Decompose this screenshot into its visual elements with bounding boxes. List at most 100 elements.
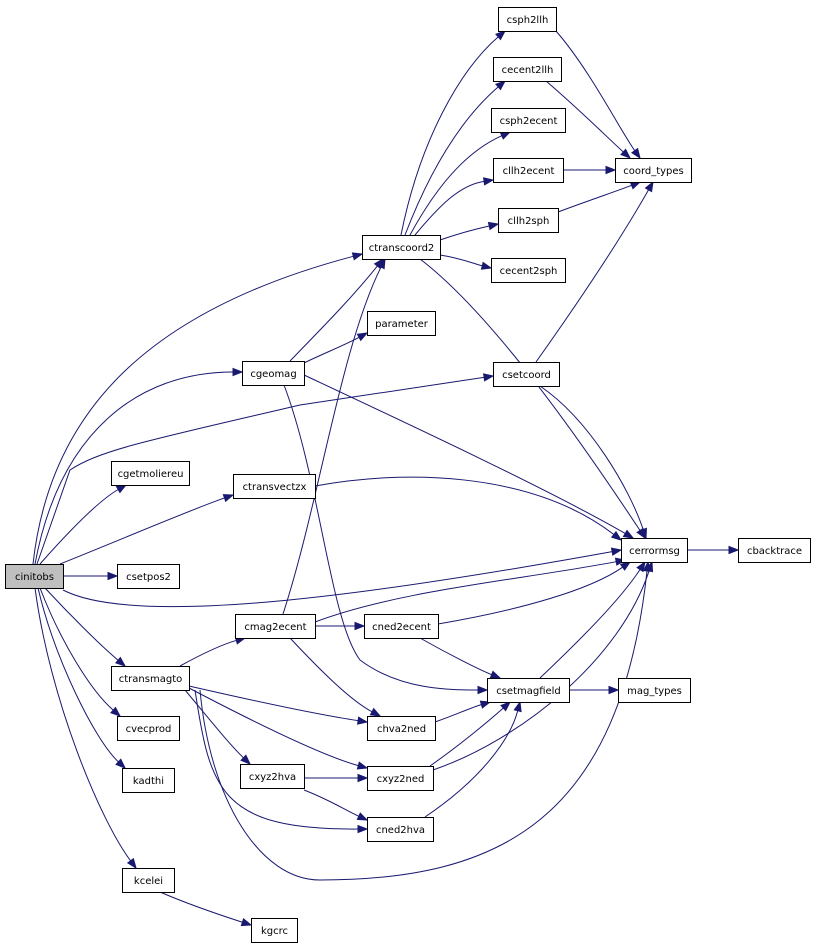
node-box — [242, 361, 305, 386]
arrowhead — [357, 773, 369, 783]
node-parameter[interactable]: parameter — [367, 311, 436, 336]
edge-cinitobs-to-cgetmoliereu — [39, 484, 128, 565]
node-cecent2llh[interactable]: cecent2llh — [493, 57, 562, 82]
node-box — [5, 564, 64, 589]
arrowhead — [356, 761, 369, 770]
node-box — [117, 716, 180, 741]
edge-line — [34, 587, 132, 862]
edge-cinitobs-to-kcelei — [34, 587, 137, 870]
node-ctransvectzx[interactable]: ctransvectzx — [233, 474, 316, 499]
node-box — [367, 817, 434, 842]
node-cgeomag[interactable]: cgeomag — [242, 361, 305, 386]
edge-cxyz2ned-to-csetmagfield — [429, 701, 512, 767]
node-kgcrc[interactable]: kgcrc — [251, 918, 298, 943]
node-chva2ned[interactable]: chva2ned — [367, 716, 436, 741]
node-box — [618, 678, 691, 703]
edge-ctransmagto-to-cned2hva — [194, 689, 369, 834]
edge-cinitobs-to-kadthi — [37, 587, 127, 769]
edge-cllh2ecent-to-coord_types — [563, 165, 617, 175]
arrowhead — [482, 177, 495, 186]
edge-line — [179, 639, 237, 667]
node-label: ctransmagto — [119, 674, 182, 685]
arrowhead — [115, 484, 128, 494]
node-csetmagfield[interactable]: csetmagfield — [487, 678, 570, 703]
edge-cned2ecent-to-csetmagfield — [419, 637, 502, 679]
node-label: parameter — [375, 319, 429, 330]
node-box — [364, 614, 439, 639]
edge-ctransmagto-to-cxyz2hva — [184, 689, 252, 765]
edge-line — [303, 336, 360, 364]
node-coord_types[interactable]: coord_types — [615, 158, 692, 183]
edge-line — [44, 587, 119, 661]
edge-cned2hva-to-csetmagfield — [424, 700, 522, 818]
edge-line — [400, 36, 499, 236]
node-kadthi[interactable]: kadthi — [122, 768, 175, 793]
arrowhead — [126, 857, 137, 870]
edge-line — [59, 497, 225, 565]
node-label: cxyz2hva — [249, 772, 296, 783]
node-cllh2ecent[interactable]: cllh2ecent — [493, 158, 564, 183]
node-ctranscoord2[interactable]: ctranscoord2 — [362, 235, 441, 260]
node-mag_types[interactable]: mag_types — [618, 678, 691, 703]
edge-cxyz2hva-to-cned2hva — [303, 789, 369, 821]
edge-line — [303, 789, 360, 817]
edge-ctranscoord2-to-cllh2ecent — [414, 177, 495, 236]
node-cgetmoliereu[interactable]: cgetmoliereu — [111, 461, 190, 486]
node-label: cllh2sph — [508, 216, 550, 227]
node-cmag2ecent[interactable]: cmag2ecent — [235, 614, 316, 639]
arrowhead — [487, 221, 500, 231]
node-csph2llh[interactable]: csph2llh — [498, 7, 557, 32]
node-box — [491, 258, 566, 283]
node-ctransmagto[interactable]: ctransmagto — [111, 666, 190, 691]
node-label: csetmagfield — [496, 686, 561, 697]
edge-line — [439, 254, 483, 267]
node-cned2ecent[interactable]: cned2ecent — [364, 614, 439, 639]
edge-csetmagfield-to-cerrormsg — [539, 560, 646, 679]
node-cned2hva[interactable]: cned2hva — [367, 817, 434, 842]
edge-cinitobs-to-cgeomag — [34, 367, 244, 565]
arrowhead — [499, 131, 512, 140]
node-box — [367, 311, 436, 336]
edge-line — [199, 570, 648, 881]
node-cinitobs[interactable]: cinitobs — [5, 564, 64, 589]
edge-line — [34, 371, 234, 565]
arrowhead — [115, 758, 127, 769]
node-label: csph2llh — [507, 15, 549, 26]
edge-cinitobs-to-cvecprod — [39, 587, 122, 717]
node-cbacktrace[interactable]: cbacktrace — [738, 538, 811, 563]
arrowhead — [608, 685, 620, 695]
edge-line — [314, 561, 617, 623]
node-csph2ecent[interactable]: csph2ecent — [491, 108, 566, 133]
node-box — [498, 7, 557, 32]
node-cerrormsg[interactable]: cerrormsg — [621, 538, 688, 563]
edge-line — [303, 374, 626, 534]
node-box — [111, 666, 190, 691]
edge-line — [36, 376, 485, 565]
arrowhead — [638, 527, 648, 540]
arrowhead — [489, 670, 502, 679]
node-cxyz2ned[interactable]: cxyz2ned — [367, 766, 434, 791]
node-box — [367, 716, 436, 741]
edge-line — [314, 476, 615, 535]
node-label: cllh2ecent — [503, 166, 555, 177]
arrowhead — [357, 824, 369, 834]
edge-line — [39, 587, 114, 711]
node-cxyz2hva[interactable]: cxyz2hva — [240, 764, 305, 789]
node-cvecprod[interactable]: cvecprod — [117, 716, 180, 741]
node-csetcoord[interactable]: csetcoord — [493, 362, 560, 387]
node-cllh2sph[interactable]: cllh2sph — [498, 208, 559, 233]
node-label: ctransvectzx — [243, 482, 307, 493]
node-label: kadthi — [133, 776, 164, 787]
edge-chva2ned-to-csetmagfield — [434, 700, 492, 723]
edge-line — [188, 687, 359, 767]
edge-csetmagfield-to-mag_types — [568, 685, 620, 695]
node-csetpos2[interactable]: csetpos2 — [117, 564, 180, 589]
node-label: cecent2llh — [502, 65, 554, 76]
node-label: cgeomag — [250, 369, 296, 380]
node-label: csetcoord — [502, 370, 551, 381]
node-box — [493, 158, 564, 183]
edge-line — [404, 86, 499, 236]
edge-line — [283, 384, 479, 691]
node-kcelei[interactable]: kcelei — [122, 868, 175, 893]
node-cecent2sph[interactable]: cecent2sph — [491, 258, 566, 283]
